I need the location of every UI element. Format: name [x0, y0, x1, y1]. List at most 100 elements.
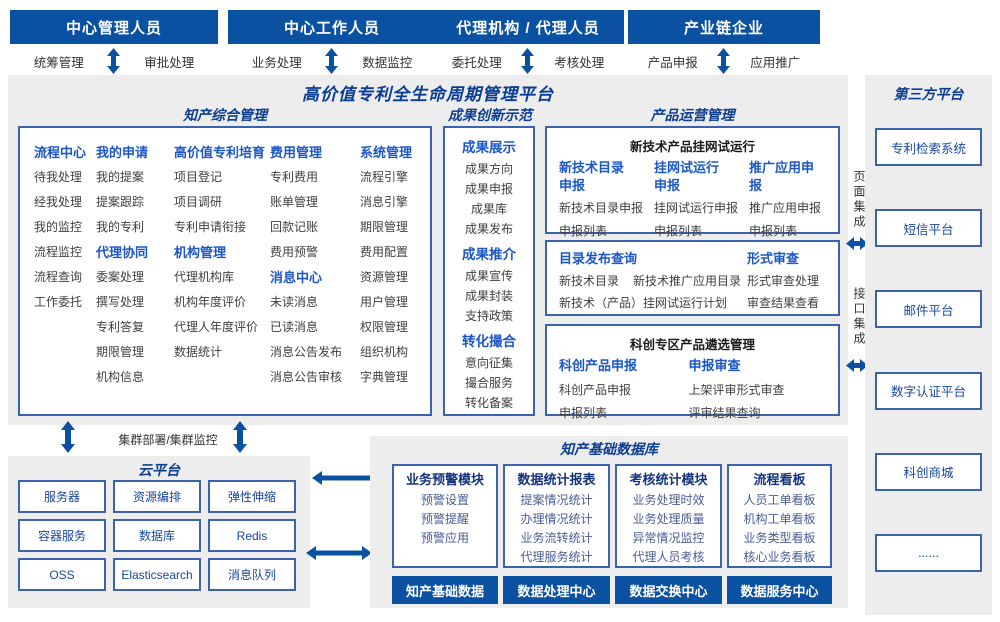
- column-header: 形式审查: [747, 251, 800, 266]
- column-header: 费用管理: [270, 145, 323, 160]
- column-header: 高价值专利培育: [174, 145, 266, 160]
- menu-item: 新技术推广应用目录: [633, 274, 742, 288]
- column-header: 系统管理: [360, 145, 413, 160]
- menu-item: 新技术目录申报: [559, 201, 644, 215]
- section-title-ip-management: 知产综合管理: [183, 107, 267, 123]
- role-title: 中心工作人员: [228, 10, 436, 44]
- role-center-managers: 中心管理人员 统筹管理 审批处理: [10, 10, 218, 75]
- menu-item: 支持政策: [464, 309, 513, 323]
- column-subheader: 机构管理: [174, 245, 227, 260]
- menu-item: 提案跟踪: [96, 195, 145, 209]
- menu-item: 推广应用申报: [749, 201, 822, 215]
- module-assessment: 考核统计模块 业务处理时效业务处理质量异常情况监控代理人员考核: [615, 464, 722, 568]
- cloud-service-box: 弹性伸缩: [208, 480, 296, 513]
- menu-item: 成果发布: [464, 222, 513, 236]
- menu-item: 人员工单看板: [743, 493, 816, 507]
- trial-run-box: 新技术产品挂网试运行 新技术目录申报 新技术目录申报申报列表 挂网试运行申报 挂…: [545, 126, 840, 238]
- cloud-service-box: 消息队列: [208, 558, 296, 591]
- menu-item: 代理服务统计: [520, 550, 593, 564]
- double-arrow-vertical-icon: [521, 48, 535, 74]
- menu-item: 流程监控: [34, 245, 83, 259]
- menu-item: 组织机构: [360, 345, 409, 359]
- menu-item: 费用配置: [360, 245, 409, 259]
- double-arrow-vertical-icon: [717, 48, 731, 74]
- data-center-box: 数据服务中心: [727, 576, 832, 604]
- menu-item: 项目登记: [174, 170, 223, 184]
- menu-item: 工作委托: [34, 295, 83, 309]
- cloud-service-box: 资源编排: [113, 480, 201, 513]
- menu-item: 撰写处理: [96, 295, 145, 309]
- data-center-box: 数据处理中心: [503, 576, 610, 604]
- menu-item: 核心业务看板: [743, 550, 816, 564]
- menu-item: 上架评审形式审查: [688, 383, 785, 397]
- role-title: 中心管理人员: [10, 10, 218, 44]
- menu-item: 委案处理: [96, 270, 145, 284]
- ip-column-my-application: 我的申请 我的提案提案跟踪我的专利 代理协同 委案处理撰写处理专利答复期限管理机…: [96, 140, 174, 414]
- cloud-service-box: 服务器: [18, 480, 106, 513]
- cloud-service-box: Redis: [208, 519, 296, 552]
- cloud-service-box: OSS: [18, 558, 106, 591]
- menu-item: 代理人员考核: [632, 550, 705, 564]
- column-header: 科创产品申报: [559, 358, 638, 373]
- menu-item: 预警设置: [420, 493, 469, 507]
- menu-item: 成果封装: [464, 289, 513, 303]
- menu-item: 用户管理: [360, 295, 409, 309]
- role-left-label: 委托处理: [451, 55, 502, 70]
- menu-item: 申报列表: [654, 224, 703, 238]
- menu-item: 机构信息: [96, 370, 145, 384]
- menu-item: 经我处理: [34, 195, 83, 209]
- role-left-label: 统筹管理: [33, 55, 84, 70]
- menu-item: 消息公告发布: [270, 345, 343, 359]
- double-arrow-horizontal-icon: [306, 546, 372, 560]
- menu-item: 成果库: [470, 202, 507, 216]
- menu-item: 意向征集: [464, 356, 513, 370]
- third-party-box: ......: [875, 533, 982, 572]
- menu-item: 业务类型看板: [743, 531, 816, 545]
- menu-item: 成果申报: [464, 182, 513, 196]
- menu-item: 权限管理: [360, 320, 409, 334]
- menu-item: 预警应用: [420, 531, 469, 545]
- trial-col-promotion: 推广应用申报 推广应用申报申报列表: [749, 159, 834, 243]
- role-right-label: 应用推广: [750, 55, 801, 70]
- ip-column-fee-management: 费用管理 专利费用账单管理回款记账费用预警 消息中心 未读消息已读消息消息公告发…: [270, 140, 360, 414]
- menu-item: 转化备案: [464, 396, 513, 410]
- menu-item: 提案情况统计: [520, 493, 593, 507]
- column-header: 成果推介: [462, 247, 516, 262]
- catalog-query-box: 目录发布查询 新技术目录 新技术推广应用目录 新技术（产品）挂网试运行计划 形式…: [545, 240, 840, 316]
- role-center-staff: 中心工作人员 业务处理 数据监控: [228, 10, 436, 75]
- menu-item: 项目调研: [174, 195, 223, 209]
- double-arrow-vertical-icon: [233, 421, 247, 453]
- module-header: 业务预警模块: [405, 472, 484, 487]
- menu-item: 消息引擎: [360, 195, 409, 209]
- third-party-box: 邮件平台: [875, 290, 982, 329]
- menu-item: 办理情况统计: [520, 512, 593, 526]
- role-left-label: 业务处理: [251, 55, 302, 70]
- column-header: 我的申请: [96, 145, 149, 160]
- column-header: 成果展示: [462, 140, 516, 155]
- double-arrow-vertical-icon: [61, 421, 75, 453]
- menu-item: 新技术目录: [559, 274, 620, 288]
- selection-header: 科创专区产品遴选管理: [629, 338, 755, 352]
- role-right-label: 审批处理: [144, 55, 195, 70]
- menu-item: 代理人年度评价: [174, 320, 259, 334]
- api-integration-label: 接口集成: [852, 287, 866, 347]
- column-header: 申报审查: [688, 358, 741, 373]
- menu-item: 审查结果查看: [747, 296, 820, 310]
- third-party-box: 专利检索系统: [875, 128, 982, 166]
- menu-item: 预警提醒: [420, 512, 469, 526]
- trial-col-catalog: 新技术目录申报 新技术目录申报申报列表: [559, 159, 654, 243]
- double-arrow-vertical-icon: [325, 48, 339, 74]
- menu-item: 专利申请衔接: [174, 220, 247, 234]
- menu-item: 流程查询: [34, 270, 83, 284]
- menu-item: 代理机构库: [174, 270, 235, 284]
- trial-run-header: 新技术产品挂网试运行: [629, 140, 755, 154]
- menu-item: 资源管理: [360, 270, 409, 284]
- menu-item: 异常情况监控: [632, 531, 705, 545]
- double-arrow-vertical-icon: [107, 48, 121, 74]
- selection-col-declare: 科创产品申报 科创产品申报申报列表: [559, 353, 689, 425]
- section-title-database: 知产基础数据库: [560, 441, 658, 457]
- section-title-third-party: 第三方平台: [893, 86, 964, 102]
- cloud-service-box: 数据库: [113, 519, 201, 552]
